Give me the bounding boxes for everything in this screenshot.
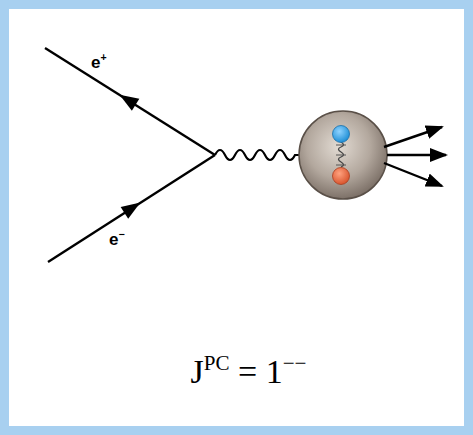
- electron-arrow: [121, 197, 145, 219]
- superscript-part: −−: [283, 351, 307, 375]
- photon-wave: [215, 150, 299, 160]
- text-part: = 1: [230, 353, 283, 390]
- meson-circle: [299, 111, 387, 199]
- positron-arrow: [116, 89, 140, 111]
- superscript-part: PC: [204, 351, 230, 375]
- decay-arrow: [384, 163, 442, 186]
- superscript-part: +: [100, 51, 106, 63]
- gluon-rung: [336, 155, 346, 156]
- text-part: J: [191, 353, 204, 390]
- text-part: e: [109, 230, 118, 249]
- decay-arrow: [387, 154, 446, 156]
- electron-line: [48, 155, 215, 262]
- gluon-rung: [336, 145, 346, 146]
- gluon-rung: [336, 165, 346, 166]
- positron-line: [45, 48, 215, 155]
- quantum-numbers: JPC = 1−−: [12, 353, 473, 391]
- superscript-part: −: [118, 228, 124, 240]
- particle-label: e+: [91, 53, 107, 73]
- quark-dot: [333, 126, 350, 143]
- decay-arrow: [384, 127, 442, 147]
- text-part: e: [91, 53, 100, 72]
- particle-label: e−: [109, 230, 125, 250]
- antiquark-dot: [333, 168, 350, 185]
